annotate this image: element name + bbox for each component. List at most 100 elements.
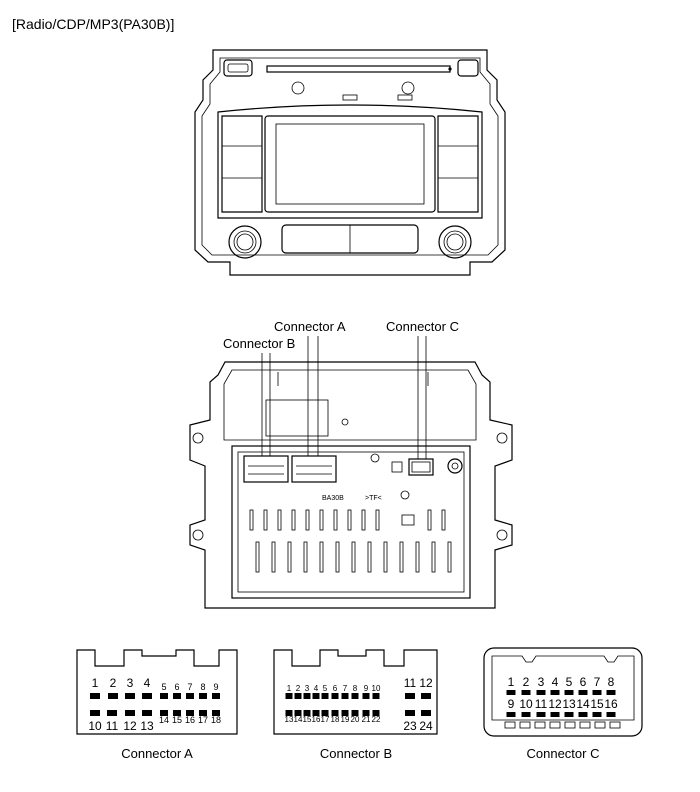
connector-b-pin-label: 3 [305, 684, 310, 693]
upper-vents [249, 509, 446, 531]
rear-marking: >TF< [365, 495, 382, 502]
connector-a-pin-label: 13 [140, 719, 154, 733]
lower-vents [255, 541, 452, 573]
connector-c-pin [564, 712, 574, 717]
connector-a-pin [212, 710, 220, 716]
antenna-socket-icon [447, 458, 463, 474]
connector-c-pin-label: 13 [562, 697, 576, 711]
connector-b-pin-label: 4 [314, 684, 319, 693]
connector-a-pin [90, 693, 100, 699]
connector-c-pin [606, 690, 616, 695]
connector-b-pin-label: 17 [321, 715, 330, 724]
connector-a-pin-label: 14 [159, 715, 169, 725]
front-view [194, 49, 506, 276]
callout-connector-a: Connector A [274, 319, 346, 334]
connector-b-pin [341, 693, 349, 699]
connector-c-pin [550, 690, 560, 695]
connector-b-pin [285, 710, 293, 716]
connector-a-pin-label: 1 [92, 676, 99, 690]
connector-c-latches [504, 721, 621, 729]
connector-c-pin [521, 690, 531, 695]
connector-b-pin-label: 18 [331, 715, 340, 724]
connector-a-pin [125, 693, 135, 699]
connector-c-pin-label: 8 [608, 675, 615, 689]
connector-b-label: Connector B [320, 746, 392, 761]
connector-a-pin-label: 17 [198, 715, 208, 725]
connector-b-pin-label: 22 [372, 715, 381, 724]
connector-c-pin-label: 11 [535, 697, 548, 711]
connector-b-pin-label: 9 [364, 684, 369, 693]
connector-c-pin [606, 712, 616, 717]
connector-c-pin-label: 1 [508, 675, 515, 689]
connector-a-pin-label: 6 [174, 682, 179, 692]
connector-a-pin [160, 710, 168, 716]
connector-c-pin [592, 712, 602, 717]
connector-b-pin-label: 16 [312, 715, 321, 724]
connector-b-pin-label: 12 [419, 676, 433, 690]
connector-a-pin-label: 9 [213, 682, 218, 692]
connector-b-pin [331, 693, 339, 699]
connector-b-pin-label: 2 [296, 684, 301, 693]
connector-c-pin [506, 690, 516, 695]
connector-c-label: Connector C [527, 746, 600, 761]
rear-part-number: BA30B [322, 495, 344, 502]
connector-b-pin [372, 710, 380, 716]
connector-a-pin-label: 8 [200, 682, 205, 692]
connector-c-pin-label: 14 [576, 697, 590, 711]
connector-a-pin-label: 15 [172, 715, 182, 725]
connector-a-pin [173, 693, 181, 699]
callout-connector-c: Connector C [386, 319, 459, 334]
connector-b-pin [321, 710, 329, 716]
connector-c-pin [578, 690, 588, 695]
connector-c-socket [408, 458, 434, 476]
connector-b-pin [351, 710, 359, 716]
connector-a-pin [199, 710, 207, 716]
connector-c-latch [534, 721, 546, 729]
connector-a-pin-label: 16 [185, 715, 195, 725]
callout-connector-b: Connector B [223, 336, 295, 351]
connector-b-pin-label: 5 [323, 684, 328, 693]
connector-b-pin [294, 693, 302, 699]
connector-b-pin [351, 693, 359, 699]
connector-c-latch [564, 721, 576, 729]
connector-b-pin-label: 19 [341, 715, 350, 724]
connector-a-pin-label: 5 [161, 682, 166, 692]
connector-b-pin [331, 710, 339, 716]
connector-b-pin [405, 693, 415, 699]
connector-a-pin-label: 4 [144, 676, 151, 690]
connector-b-pin [372, 693, 380, 699]
connector-a-pin-label: 3 [127, 676, 134, 690]
connector-c-latch [504, 721, 516, 729]
connector-a-pin [142, 693, 152, 699]
connector-a-pin-label: 2 [110, 676, 117, 690]
connector-b-pin [312, 693, 320, 699]
connector-b-pin-label: 7 [343, 684, 348, 693]
connector-b-pin-label: 8 [353, 684, 358, 693]
connector-b-pin-label: 6 [333, 684, 338, 693]
connector-a-pin [186, 710, 194, 716]
connector-a-pin [90, 710, 100, 716]
connector-c-pin-label: 2 [523, 675, 530, 689]
connector-c-pin [578, 712, 588, 717]
connector-c-latch [549, 721, 561, 729]
connector-a-pin-label: 11 [106, 719, 119, 733]
connector-a-pin [125, 710, 135, 716]
connector-a-label: Connector A [121, 746, 193, 761]
connector-c-latch [609, 721, 621, 729]
connector-b-pin-label: 20 [351, 715, 360, 724]
connector-b-socket [243, 455, 289, 483]
connector-a-pin-label: 10 [88, 719, 102, 733]
connector-a-socket [291, 455, 337, 483]
connector-c-pin [536, 712, 546, 717]
connector-b-pin-label: 23 [403, 719, 417, 733]
eject-indicator [448, 67, 452, 71]
connector-b-pin [285, 693, 293, 699]
connector-c-pin [536, 690, 546, 695]
connector-a-pin [186, 693, 194, 699]
callouts: Connector A Connector C Connector B [223, 319, 459, 459]
